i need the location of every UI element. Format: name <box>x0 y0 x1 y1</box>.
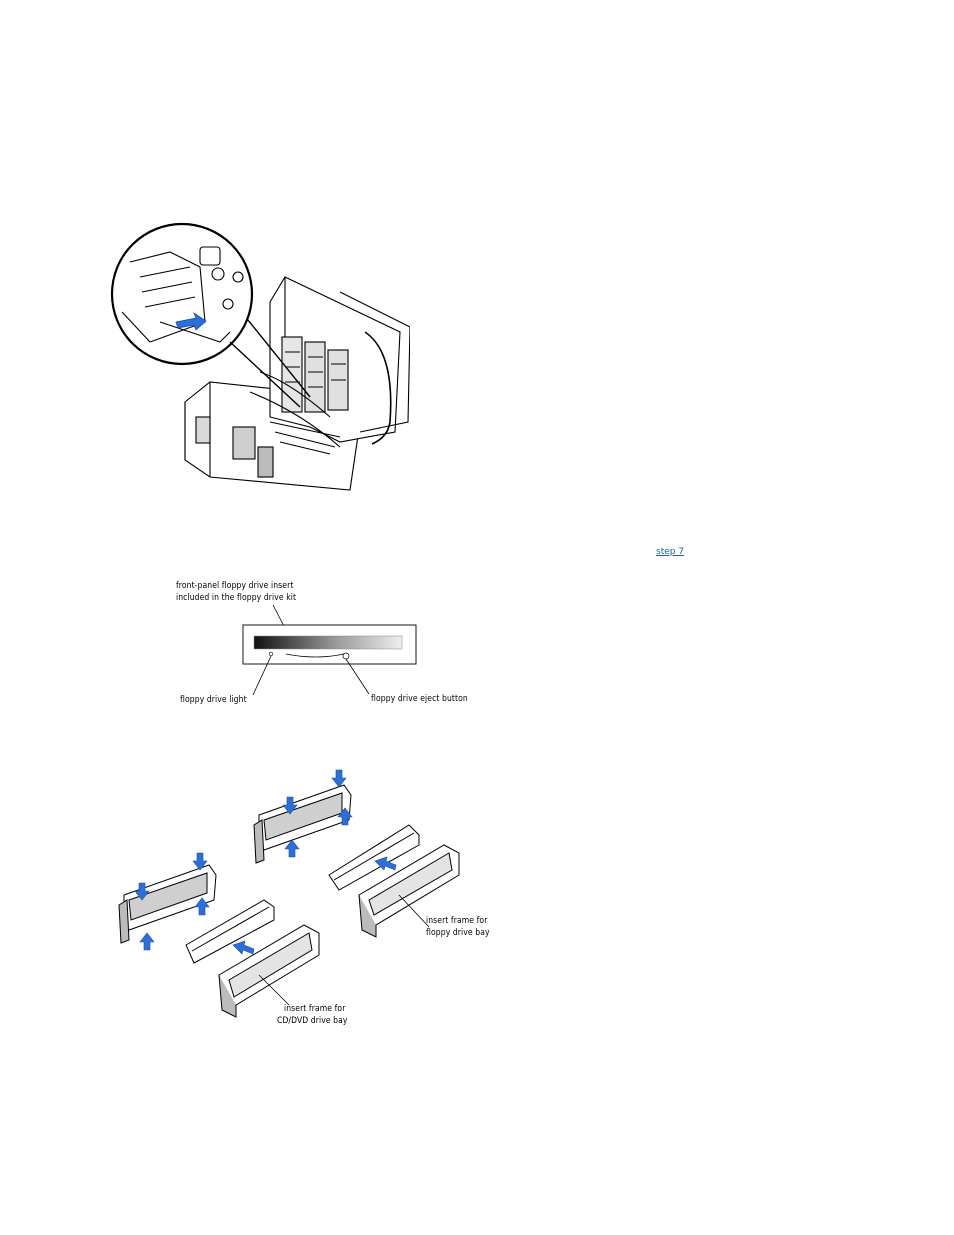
insert-label-line1: front-panel floppy drive insert <box>176 581 293 591</box>
floppy-drive-light-icon <box>268 651 274 657</box>
blue-arrow-icon <box>139 932 155 951</box>
insert-label-line2: included in the floppy drive kit <box>176 593 296 603</box>
blue-arrow-icon <box>192 852 208 871</box>
floppy-drive-light-label: floppy drive light <box>180 695 247 705</box>
blue-arrow-icon <box>284 839 300 858</box>
floppy-frame-label-line2: floppy drive bay <box>426 928 490 938</box>
blue-arrow-icon <box>282 796 298 815</box>
floppy-drive-insert-illustration: front-panel floppy drive insert included… <box>176 581 468 705</box>
blue-arrow-icon <box>374 856 397 871</box>
cd-frame-label-line1: insert frame for <box>284 1004 346 1014</box>
blue-arrow-icon <box>175 311 207 331</box>
cd-frame-label-line2: CD/DVD drive bay <box>277 1016 348 1026</box>
eject-button-icon <box>342 652 350 660</box>
computer-chassis-illustration <box>110 222 410 491</box>
blue-arrow-icon <box>232 940 255 955</box>
blue-arrow-icon <box>331 769 347 788</box>
blue-arrow-icon <box>134 882 150 901</box>
blue-arrow-icons <box>134 769 397 955</box>
step-7-link[interactable]: step 7 <box>656 547 685 557</box>
floppy-drive-eject-label: floppy drive eject button <box>371 694 468 704</box>
blue-arrow-icon <box>337 807 353 826</box>
blue-arrow-icon <box>194 897 210 916</box>
floppy-frame-label-line1: insert frame for <box>426 916 488 926</box>
insert-frames-illustration: insert frame for floppy drive bay insert… <box>118 769 490 1026</box>
